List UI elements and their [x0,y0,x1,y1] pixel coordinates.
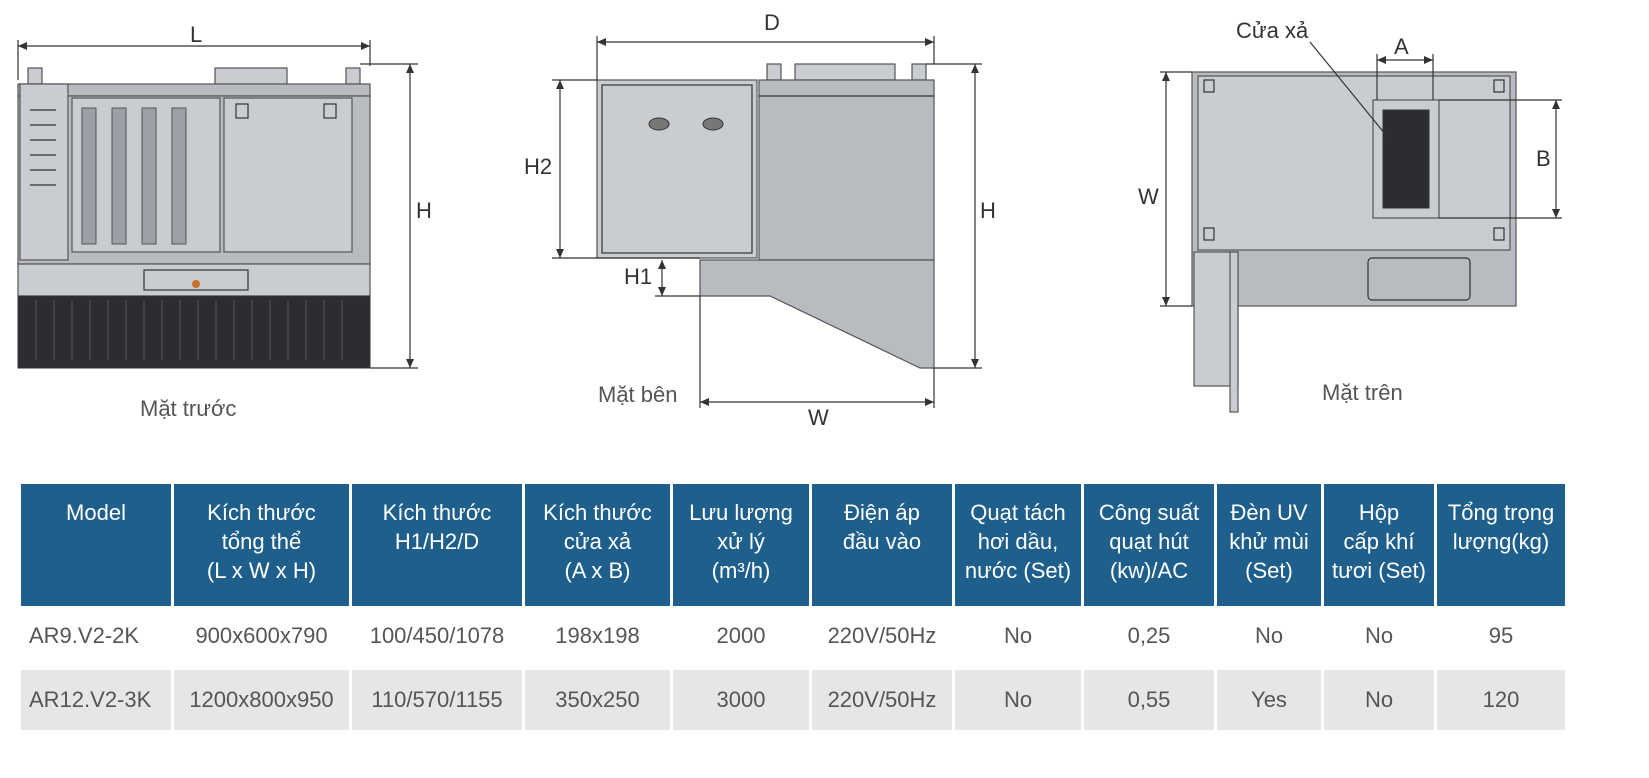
cell-overall-size: 1200x800x950 [174,670,349,730]
dim-H-label-side: H [980,198,996,223]
cell-outlet-size: 350x250 [525,670,670,730]
header-fresh-air-box: Hộp cấp khí tươi (Set) [1324,484,1434,606]
header-voltage: Điện áp đầu vào [812,484,952,606]
table-row: AR9.V2-2K 900x600x790 100/450/1078 198x1… [21,606,1565,666]
cell-separator-fan: No [955,670,1081,730]
side-view-label: Mặt bên [598,382,678,407]
cell-voltage: 220V/50Hz [812,670,952,730]
header-flow-rate: Lưu lượng xử lý (m³/h) [673,484,809,606]
dim-A-label: A [1394,34,1409,59]
cell-uv-lamp: Yes [1217,670,1321,730]
header-h1-h2-d: Kích thước H1/H2/D [352,484,522,606]
spec-table: Model Kích thước tổng thể (L x W x H) Kí… [18,484,1568,730]
cell-voltage: 220V/50Hz [812,606,952,666]
cell-model: AR9.V2-2K [21,606,171,666]
dim-W-label-side: W [808,405,829,430]
front-view: L H Mặt trước [17,22,432,421]
table-header-row: Model Kích thước tổng thể (L x W x H) Kí… [21,484,1565,606]
dim-H-label-front: H [416,198,432,223]
cell-separator-fan: No [955,606,1081,666]
cell-fresh-air-box: No [1324,606,1434,666]
header-model: Model [21,484,171,606]
cell-flow-rate: 3000 [673,670,809,730]
cell-flow-rate: 2000 [673,606,809,666]
outlet-label: Cửa xả [1236,18,1309,43]
cell-fresh-air-box: No [1324,670,1434,730]
side-view: D H2 H1 H W Mặt bên [524,10,996,430]
header-separator-fan: Quạt tách hơi dầu, nước (Set) [955,484,1081,606]
header-overall-size: Kích thước tổng thể (L x W x H) [174,484,349,606]
dim-B-label: B [1536,146,1551,171]
header-outlet-size: Kích thước cửa xả (A x B) [525,484,670,606]
dim-H1-label: H1 [624,264,652,289]
header-fan-power: Công suất quạt hút (kw)/AC [1084,484,1214,606]
header-uv-lamp: Đèn UV khử mùi (Set) [1217,484,1321,606]
cell-h1-h2-d: 100/450/1078 [352,606,522,666]
cell-outlet-size: 198x198 [525,606,670,666]
dim-H2-label: H2 [524,154,552,179]
top-view: A B W Cửa xả Mặt trên [1138,18,1562,413]
header-total-weight: Tổng trọng lượng(kg) [1437,484,1565,606]
top-view-label: Mặt trên [1322,380,1403,405]
cell-model: AR12.V2-3K [21,670,171,730]
front-view-label: Mặt trước [140,396,236,421]
cell-h1-h2-d: 110/570/1155 [352,670,522,730]
table-row: AR12.V2-3K 1200x800x950 110/570/1155 350… [21,670,1565,730]
cell-fan-power: 0,55 [1084,670,1214,730]
cell-total-weight: 120 [1437,670,1565,730]
cell-overall-size: 900x600x790 [174,606,349,666]
dim-L-label: L [190,22,202,47]
dim-W-label-top: W [1138,184,1159,209]
dim-D-label: D [764,10,780,35]
cell-total-weight: 95 [1437,606,1565,666]
technical-drawings: L H Mặt trước D H2 H1 H [17,10,1562,430]
cell-fan-power: 0,25 [1084,606,1214,666]
cell-uv-lamp: No [1217,606,1321,666]
